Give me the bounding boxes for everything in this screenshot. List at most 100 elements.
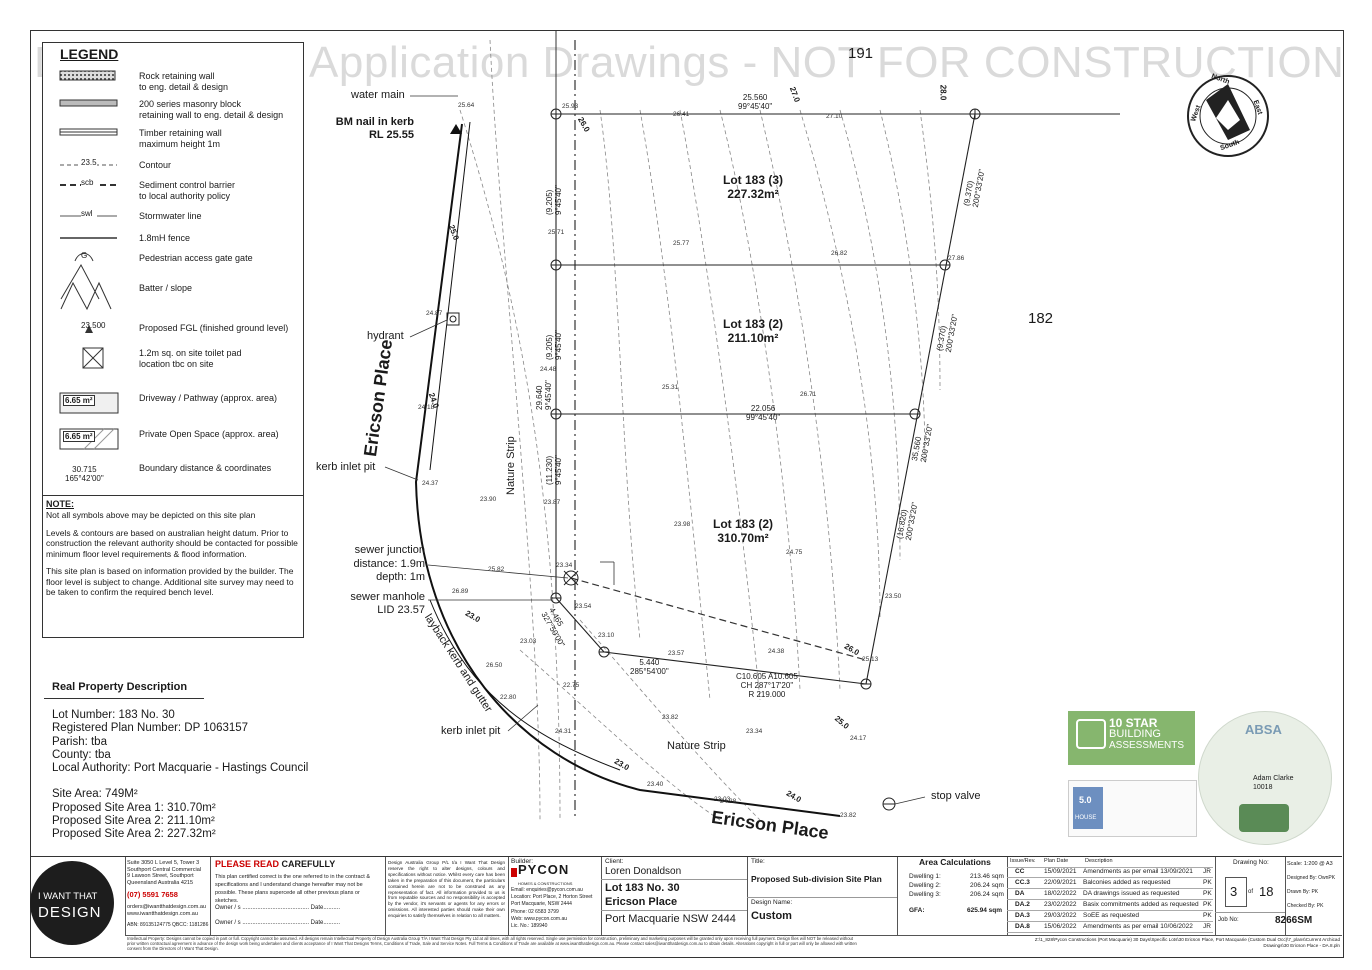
kerb-inlet-label-2: kerb inlet pit (441, 725, 501, 737)
spot-level: 25.82 (488, 566, 505, 573)
legend-item-label: Pedestrian access gate gate (139, 253, 253, 263)
legend-symbol-icon: G (59, 251, 119, 306)
file-path: Z:\1_828\Pycon Constructions (Port Macqu… (1034, 937, 1340, 948)
spot-level: 24.75 (786, 549, 803, 556)
rpd-area-2: Proposed Site Area 2: 211.10m² (52, 815, 215, 828)
job-label: Job No: (1218, 917, 1239, 923)
spot-level: 23.34 (746, 728, 763, 735)
spot-level: 25.31 (662, 384, 679, 391)
note-1: Not all symbols above may be depicted on… (46, 510, 256, 520)
company-phone: (07) 5591 7658 (127, 890, 178, 899)
lot-boundaries (555, 113, 1120, 685)
legend-item-label: Contour (139, 160, 172, 170)
client-street: Ericson Place (605, 896, 678, 908)
lot-2-name: Lot 183 (2) (722, 317, 783, 331)
legend-item-label: Boundary distance & coordinates (139, 463, 272, 473)
absa-number: 10018 (1253, 784, 1273, 791)
dim-arc: C10.605 A10.605 CH 287°17'20" R 219.000 (736, 672, 798, 699)
drawing-of: of (1248, 889, 1254, 895)
absa-logo-icon (1239, 804, 1289, 832)
revision-by: PK (1203, 901, 1212, 908)
revision-desc: Basix commitments added as requested (1083, 901, 1199, 908)
spot-level: 22.75 (563, 682, 580, 689)
drawing-sheet (30, 30, 1344, 958)
spot-level: 26.89 (452, 588, 469, 595)
spot-level: 27.86 (948, 255, 965, 262)
ten-star-text: BUILDING (1109, 728, 1161, 740)
legend-item-label: Stormwater line (139, 211, 202, 221)
design-label: Design Name: (751, 899, 793, 906)
spot-level: 25.64 (458, 102, 475, 109)
legend-symbol-icon (59, 97, 119, 116)
logo-text-2: DESIGN (38, 904, 102, 921)
rpd-parish: Parish: tba (52, 735, 107, 748)
revision-desc: DA drawings issued as requested (1083, 890, 1180, 897)
spot-level: 22.80 (500, 694, 517, 701)
spot-level: 23.34 (556, 562, 573, 569)
spot-level: 23.03 (714, 796, 731, 803)
area-row-value: 206.24 sqm (970, 882, 1004, 889)
logo-text-1: I WANT THAT (38, 891, 98, 902)
note-title: NOTE: (46, 499, 74, 509)
spot-level: 23.10 (598, 632, 615, 639)
legend-symbol-text: 6.65 m² (63, 395, 95, 406)
legend-symbol-text: scb (81, 178, 94, 187)
lot-1-name: Lot 183 (3) (722, 173, 783, 187)
company-web[interactable]: www.iwantthatdesign.com.au (127, 911, 198, 917)
rev-header-date: Plan Date (1044, 858, 1069, 864)
spot-level: 24.18 (418, 404, 435, 411)
nature-strip-1: Nature Strip (505, 436, 517, 495)
ten-star-text: ASSESSMENTS (1109, 740, 1185, 751)
revision-by: PK (1203, 890, 1212, 897)
gfa-label: GFA: (909, 907, 925, 914)
revision-desc: SoEE as requested (1083, 912, 1140, 919)
gfa-value: 625.94 sqm (967, 907, 1003, 914)
revision-by: JR (1203, 923, 1211, 930)
legend-symbol-icon: 23.5 (59, 158, 119, 177)
legend-item-label: 1.8mH fence (139, 233, 191, 243)
rpd-authority: Local Authority: Port Macquarie - Hastin… (52, 762, 309, 775)
revision-rev: DA.2 (1015, 901, 1030, 908)
builder-subtitle: HOMES & CONSTRUCTIONS (518, 881, 573, 886)
design-name: Custom (751, 910, 792, 922)
client-lot: Lot 183 No. 30 (605, 882, 680, 894)
company-logo: I WANT THAT DESIGN (30, 861, 114, 945)
spot-level: 24.38 (768, 648, 785, 655)
contour-label: 28.0 (938, 84, 948, 101)
dim-mid: 22.056 99°45'40" (746, 404, 781, 422)
spot-level: 24.48 (540, 366, 557, 373)
lot-1-label: Lot 183 (3) 227.32m² (718, 173, 788, 201)
owner-signature-1[interactable]: Owner / s ..............................… (215, 905, 341, 911)
revision-date: 22/09/2021 (1044, 879, 1077, 886)
please-read-heading: PLEASE READ CAREFULLY (215, 860, 335, 869)
legend-symbol-text: 23.500 (81, 321, 106, 330)
sewer-branch (570, 577, 867, 661)
rev-header-issue: Issue/Rev. (1010, 858, 1036, 864)
revision-rev: CC (1015, 868, 1025, 875)
builder-label: Builder: (511, 858, 534, 865)
absa-assessor: Adam Clarke (1253, 775, 1294, 782)
revision-date: 29/03/2022 (1044, 912, 1077, 919)
stop-valve-label: stop valve (931, 790, 981, 802)
lot-182-label: 182 (1028, 310, 1054, 327)
title-label: Title: (751, 858, 765, 865)
builder-info: Email: enquiries@pycon.com.au Location: … (511, 887, 593, 930)
rpd-area-3: Proposed Site Area 2: 227.32m² (52, 828, 216, 841)
footer-legal: Intellectual Property: Designs cannot be… (127, 936, 857, 952)
company-email[interactable]: orders@iwantthatdesign.com.au (127, 904, 206, 910)
rpd-plan: Registered Plan Number: DP 1063157 (52, 722, 249, 735)
nature-strip-2: Nature Strip (667, 740, 726, 752)
ten-star-badge: 10 STAR BUILDING ASSESSMENTS (1068, 711, 1195, 765)
revision-desc: Balconies added as requested (1083, 879, 1171, 886)
spot-level: 24.17 (850, 735, 867, 742)
lot-3-label: Lot 183 (2) 310.70m² (708, 517, 778, 545)
company-info: Suite 3050 L Level 5, Tower 3 Southport … (125, 857, 211, 935)
client-name: Loren Donaldson (605, 866, 682, 877)
copyright-cell: Design Australia Group P/L t/a I Want Th… (385, 857, 509, 935)
sewer-junction-label: sewer junction distance: 1.9m depth: 1m (353, 544, 425, 583)
owner-signature-2[interactable]: Owner / s ..............................… (215, 920, 341, 926)
